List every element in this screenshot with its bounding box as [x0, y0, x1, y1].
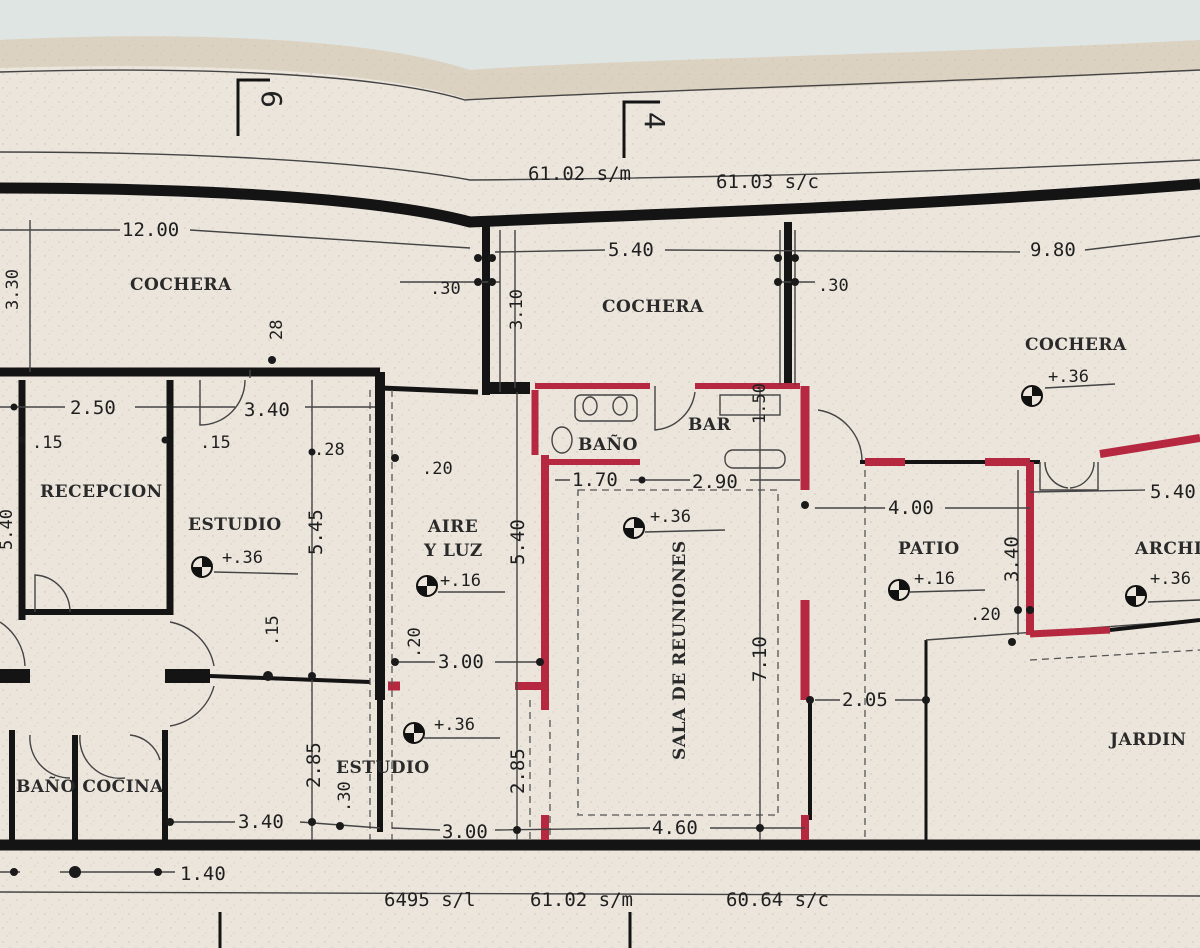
room-sala-de-reuniones: SALA DE REUNIONES	[670, 540, 690, 760]
dim-20-b: .20	[970, 605, 1001, 625]
dim-3-40-v: 3.40	[1001, 536, 1023, 582]
room-cochera-right: COCHERA	[1025, 335, 1127, 355]
dim-7-10: 7.10	[749, 636, 771, 682]
frontage-bottom-sm: 61.02 s/m	[530, 889, 633, 911]
boundary-line-bottom	[0, 891, 1200, 897]
room-bano-top: BAÑO	[578, 433, 638, 455]
dim-2-05: 2.05	[842, 689, 888, 711]
dim-3-00-bot: 3.00	[442, 821, 488, 843]
room-estudio-1: ESTUDIO	[188, 515, 282, 535]
dim-20-a: .20	[422, 459, 453, 479]
dim-5-40-top: 5.40	[608, 239, 654, 261]
dim-2-85-a: 2.85	[303, 742, 325, 788]
room-archivo: ARCHIV	[1134, 539, 1200, 559]
dashed-guides	[369, 390, 1200, 840]
dim-3-40-bot: 3.40	[238, 811, 284, 833]
bathroom-fixtures	[551, 394, 786, 469]
dim-28-top: 28	[267, 320, 287, 340]
dim-15-a: .15	[32, 433, 63, 453]
dim-3-30: 3.30	[3, 269, 23, 310]
dimension-ticks	[10, 254, 1034, 878]
room-estudio-2: ESTUDIO	[336, 758, 430, 778]
dim-30-left: .30	[430, 279, 461, 299]
level-cochera-right: +.36	[1048, 367, 1089, 387]
dim-15-v: .15	[263, 615, 283, 646]
dim-1-70: 1.70	[572, 469, 618, 491]
dim-2-50: 2.50	[70, 397, 116, 419]
svg-text:4: 4	[638, 112, 671, 130]
dim-5-40-right: 5.40	[1150, 481, 1196, 503]
dim-28-mid: .28	[314, 440, 345, 460]
paper-sheet	[0, 36, 1200, 948]
dim-3-00-mid: 3.00	[438, 651, 484, 673]
dim-3-10: 3.10	[507, 289, 527, 330]
room-cochera-left: COCHERA	[130, 275, 232, 295]
dim-2-85-b: 2.85	[507, 748, 529, 794]
door-swings	[0, 370, 1099, 780]
frontage-line-top	[0, 151, 1200, 181]
level-marker-icons	[191, 383, 1200, 744]
level-archivo: +.36	[1150, 569, 1191, 589]
dim-3-40-top: 3.40	[244, 399, 290, 421]
dim-20-c: .20	[405, 627, 425, 658]
frontage-bottom-sl: 6495 s/l	[384, 889, 476, 911]
frontage-bottom-sc: 60.64 s/c	[726, 889, 829, 911]
dim-12-00: 12.00	[122, 219, 179, 241]
dim-30-bot: .30	[335, 781, 355, 812]
room-bano-cocina: BAÑO COCINA	[16, 775, 164, 797]
dim-9-80: 9.80	[1030, 239, 1076, 261]
room-y-luz: Y LUZ	[423, 541, 483, 561]
level-aire-luz: +.16	[440, 571, 481, 591]
room-cochera-center: COCHERA	[602, 297, 704, 317]
room-bar: BAR	[688, 415, 732, 435]
top-border-line	[0, 69, 1200, 101]
frontage-top-sc: 61.03 s/c	[716, 171, 819, 193]
dim-5-45: 5.45	[305, 509, 327, 555]
dim-4-60: 4.60	[652, 817, 698, 839]
frontage-top-sm: 61.02 s/m	[528, 163, 631, 185]
paper-edge-shadow	[0, 36, 1200, 100]
dim-1-50: 1.50	[750, 383, 770, 424]
room-patio: PATIO	[898, 539, 960, 559]
new-walls-red	[388, 383, 1200, 840]
level-estudio: +.36	[222, 548, 263, 568]
room-recepcion: RECEPCION	[40, 482, 163, 502]
level-patio: +.16	[914, 569, 955, 589]
interior-walls	[0, 222, 1200, 845]
boundary-wall-top	[0, 178, 1200, 228]
level-estudio-2: +.36	[434, 715, 475, 735]
section-mark-6: 6	[236, 78, 288, 136]
dim-5-40-left: 5.40	[0, 509, 17, 550]
dim-1-40: 1.40	[180, 863, 226, 885]
section-mark-4: 4	[622, 100, 671, 158]
svg-text:6: 6	[255, 90, 288, 108]
dim-5-40-v: 5.40	[507, 519, 529, 565]
room-aire: AIRE	[427, 517, 478, 537]
room-jardin: JARDIN	[1108, 730, 1187, 750]
dim-2-90: 2.90	[692, 471, 738, 493]
level-sala: +.36	[650, 507, 691, 527]
dim-15-b: .15	[200, 433, 231, 453]
dim-30-right: .30	[818, 276, 849, 296]
dim-4-00: 4.00	[888, 497, 934, 519]
